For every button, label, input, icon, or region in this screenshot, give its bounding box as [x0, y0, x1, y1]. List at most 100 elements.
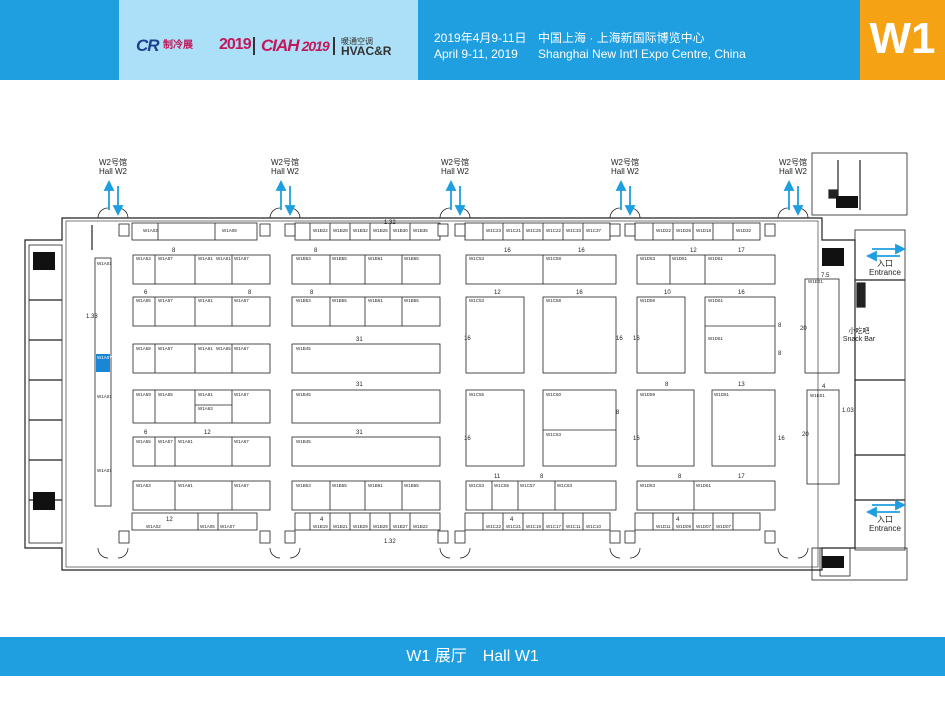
venue-en: Shanghai New Int'l Expo Centre, China [538, 47, 746, 61]
svg-text:W1B55: W1B55 [332, 483, 347, 488]
connector-label-en: Hall W2 [440, 167, 469, 176]
svg-text:W1A01: W1A01 [97, 468, 112, 473]
svg-text:W1A61: W1A61 [216, 256, 231, 261]
svg-text:8: 8 [314, 248, 318, 254]
svg-text:W1A67: W1A67 [234, 483, 249, 488]
svg-text:W1D07: W1D07 [716, 524, 732, 529]
logo-divider [253, 37, 255, 55]
svg-text:W1B22: W1B22 [313, 228, 328, 233]
svg-text:8: 8 [678, 474, 682, 480]
svg-text:W1B55: W1B55 [332, 256, 347, 261]
svg-text:6: 6 [144, 430, 148, 436]
svg-text:W1A02: W1A02 [146, 524, 161, 529]
svg-text:W1B53: W1B53 [296, 483, 311, 488]
svg-text:17: 17 [738, 248, 745, 254]
svg-text:W1C58: W1C58 [546, 256, 562, 261]
svg-text:W1A59: W1A59 [136, 392, 151, 397]
svg-text:W1C33: W1C33 [566, 228, 582, 233]
svg-text:W1A61: W1A61 [198, 392, 213, 397]
svg-text:W1D61: W1D61 [696, 483, 712, 488]
svg-text:W1B65: W1B65 [404, 483, 419, 488]
svg-text:1.03: 1.03 [842, 408, 854, 414]
svg-text:W1C22: W1C22 [486, 524, 502, 529]
svg-text:W1C55: W1C55 [494, 483, 510, 488]
svg-text:W1A57: W1A57 [158, 346, 173, 351]
svg-text:16: 16 [576, 290, 583, 296]
svg-text:W1A02: W1A02 [143, 228, 158, 233]
svg-text:W1D09: W1D09 [676, 524, 692, 529]
svg-text:W1A67: W1A67 [234, 346, 249, 351]
svg-text:6: 6 [144, 290, 148, 296]
svg-text:W1A07: W1A07 [97, 355, 112, 360]
svg-text:12: 12 [204, 430, 211, 436]
svg-text:W1B27: W1B27 [393, 524, 408, 529]
svg-text:W1D53: W1D53 [640, 256, 656, 261]
svg-text:W1A07: W1A07 [220, 524, 235, 529]
svg-text:16: 16 [464, 336, 471, 342]
svg-text:W1D18: W1D18 [696, 228, 712, 233]
footer-bar: W1 展厅 Hall W1 [0, 637, 945, 676]
booth-outlines [94, 222, 840, 531]
svg-text:W1B26: W1B26 [373, 228, 388, 233]
hall-w2-connector-5[interactable]: W2号馆 Hall W2 [773, 158, 813, 176]
svg-text:W1B53: W1B53 [296, 256, 311, 261]
svg-text:13: 13 [738, 382, 745, 388]
hall-code-badge: W1 [860, 0, 945, 80]
svg-text:W1A67: W1A67 [234, 392, 249, 397]
connector-arrows [103, 179, 907, 518]
hall-w2-connector-2[interactable]: W2号馆 Hall W2 [265, 158, 305, 176]
svg-text:8: 8 [540, 474, 544, 480]
svg-text:W1D59: W1D59 [640, 298, 656, 303]
svg-text:W1A53: W1A53 [136, 483, 151, 488]
connector-label-en: Hall W2 [610, 167, 639, 176]
connector-label-cn: W2号馆 [441, 158, 469, 167]
svg-text:W1B65: W1B65 [404, 256, 419, 261]
svg-text:W1A61: W1A61 [198, 256, 213, 261]
hall-w2-connector-3[interactable]: W2号馆 Hall W2 [435, 158, 475, 176]
svg-text:16: 16 [778, 436, 785, 442]
connector-label-en: Hall W2 [270, 167, 299, 176]
svg-text:W1A08: W1A08 [222, 228, 237, 233]
entrance-bottom[interactable]: 入口 Entrance [862, 515, 908, 533]
svg-text:W1B29: W1B29 [353, 524, 368, 529]
svg-text:4: 4 [320, 517, 324, 523]
svg-text:W1A01: W1A01 [97, 261, 112, 266]
svg-text:W1B32: W1B32 [353, 228, 368, 233]
hvac-logo: HVAC&R [341, 44, 392, 58]
svg-text:W1C10: W1C10 [586, 524, 602, 529]
svg-text:31: 31 [356, 382, 363, 388]
hall-w2-connector-1[interactable]: W2号馆 Hall W2 [93, 158, 133, 176]
svg-text:W1A57: W1A57 [234, 298, 249, 303]
date-en: April 9-11, 2019 [434, 47, 518, 61]
svg-text:W1C22: W1C22 [546, 228, 562, 233]
svg-text:W1C11: W1C11 [566, 524, 581, 529]
svg-text:16: 16 [616, 336, 623, 342]
svg-text:1.32: 1.32 [384, 539, 396, 545]
connector-label-en: Hall W2 [778, 167, 807, 176]
entrance-top[interactable]: 入口 Entrance [862, 259, 908, 277]
svg-text:W1A05: W1A05 [200, 524, 215, 529]
svg-text:W1C26: W1C26 [526, 228, 542, 233]
hall-w2-connector-4[interactable]: W2号馆 Hall W2 [605, 158, 645, 176]
svg-text:W1B29: W1B29 [373, 524, 388, 529]
svg-text:W1C60: W1C60 [546, 392, 562, 397]
snack-bar-label-cn: 小吃吧 [848, 328, 870, 335]
cr-logo-cn: 制冷展 [163, 40, 193, 51]
hall-title-cn: W1 展厅 [406, 648, 467, 665]
svg-text:W1A67: W1A67 [234, 439, 249, 444]
svg-text:W1B61: W1B61 [368, 256, 383, 261]
entrance-label-cn: 入口 [877, 515, 893, 524]
snack-bar[interactable]: 小吃吧 Snack Bar [840, 328, 878, 344]
hall-title-en: Hall W1 [482, 648, 539, 665]
svg-text:W1D61: W1D61 [714, 392, 730, 397]
svg-text:W1C57: W1C57 [520, 483, 536, 488]
event-venue: 中国上海 · 上海新国际博览中心 Shanghai New Int'l Expo… [538, 30, 746, 62]
svg-text:W1C63: W1C63 [557, 483, 573, 488]
svg-text:W1C55: W1C55 [469, 392, 485, 397]
svg-text:W1C21: W1C21 [506, 524, 522, 529]
svg-text:W1A55: W1A55 [136, 298, 151, 303]
svg-text:W1B45: W1B45 [296, 392, 311, 397]
